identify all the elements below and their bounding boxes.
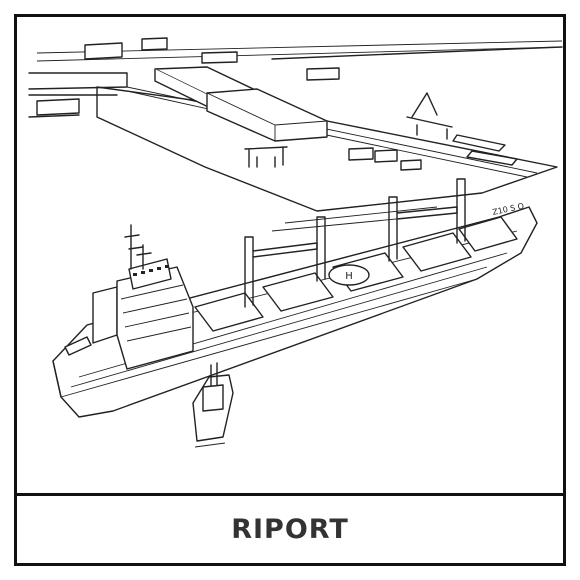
caption-divider	[17, 493, 563, 496]
tugboat	[192, 362, 234, 448]
bridge-windows	[133, 265, 169, 276]
caption-label: RIPORT	[231, 514, 349, 545]
illustration-card: H	[14, 14, 566, 566]
port-dock	[28, 37, 563, 232]
cargo-ship: H	[52, 178, 538, 418]
port-ship-illustration: H	[28, 37, 563, 448]
helipad-label: H	[345, 271, 353, 282]
